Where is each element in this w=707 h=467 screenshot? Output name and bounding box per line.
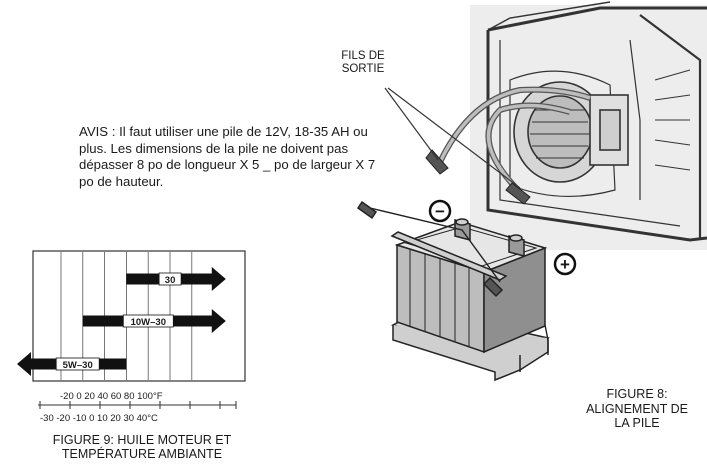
output-wires: [384, 86, 591, 205]
figure-9-caption: FIGURE 9: HUILE MOTEUR ET TEMPÉRATURE AM…: [52, 433, 232, 461]
fahrenheit-scale: -20 0 20 40 60 80 100°F: [60, 391, 163, 402]
oil-grade-bars: 30 10W–30 5W–30: [17, 267, 226, 376]
positive-terminal-symbol: +: [553, 252, 577, 276]
oil-grade-label-box: [122, 314, 174, 328]
svg-text:−: −: [435, 202, 445, 221]
oil-grade-label: 5W–30: [63, 360, 93, 371]
svg-text:+: +: [560, 255, 570, 274]
figure-8-caption: FIGURE 8: ALIGNEMENT DE LA PILE: [586, 387, 688, 430]
oil-grade-label-box: [158, 272, 182, 286]
negative-terminal-symbol: −: [428, 199, 452, 223]
generator-illustration: [470, 1, 707, 250]
oil-grade-label-box: [55, 357, 100, 371]
oil-temperature-chart: 30 10W–30 5W–30 -20 0 20 40 60 80 100°F -3…: [17, 250, 246, 424]
oil-grade-label: 30: [165, 275, 176, 286]
battery-illustration: [356, 200, 550, 382]
battery-notice: AVIS : Il faut utiliser une pile de 12V,…: [79, 124, 376, 189]
oil-grade-label: 10W–30: [131, 317, 166, 328]
celsius-scale: -30 -20 -10 0 10 20 30 40°C: [40, 413, 158, 424]
celsius-ticks: [39, 401, 237, 409]
output-wires-label: FILS DE SORTIE: [341, 50, 385, 75]
